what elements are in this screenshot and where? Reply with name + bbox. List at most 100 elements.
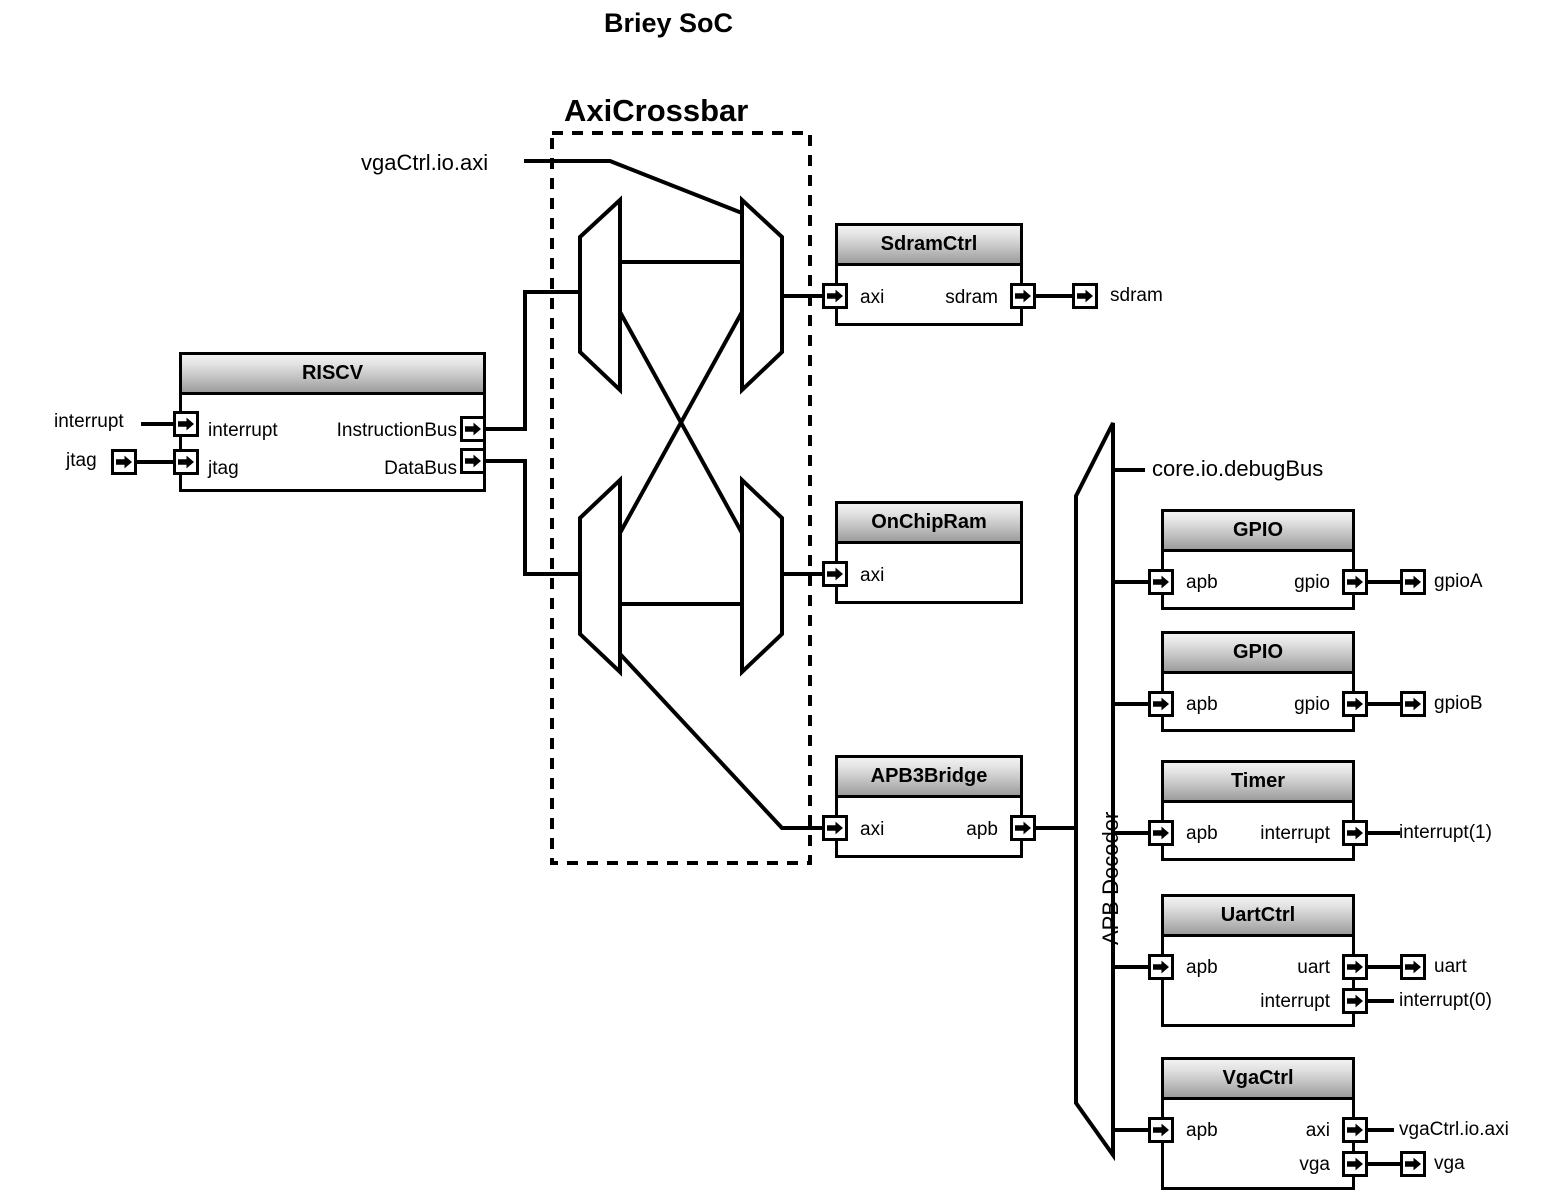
wire-xbar-bl-tr <box>618 311 744 534</box>
block-gpio-a-body: apb gpio <box>1164 552 1352 610</box>
label-vga-out: vga <box>1434 1153 1465 1174</box>
vgactrl-port-axi-label: axi <box>1305 1120 1330 1141</box>
block-vgactrl-body: apb axi vga <box>1164 1100 1352 1190</box>
block-gpio-a-title: GPIO <box>1164 512 1352 552</box>
port-arrow-icon-apb3bridge-axi[interactable] <box>822 815 848 841</box>
crossbar-boundary <box>550 131 812 865</box>
port-arrow-icon-ext-uart[interactable] <box>1400 954 1426 980</box>
port-arrow-icon-timer-apb[interactable] <box>1148 820 1174 846</box>
port-arrow-icon-ext-sdram[interactable] <box>1072 283 1098 309</box>
uartctrl-port-uart-label: uart <box>1297 957 1330 978</box>
port-arrow-icon-sdramctrl-sdram[interactable] <box>1010 283 1036 309</box>
wire-xbar-apb3 <box>618 652 822 830</box>
port-arrow-icon-sdramctrl-axi[interactable] <box>822 283 848 309</box>
vgactrl-port-vga-label: vga <box>1299 1154 1330 1175</box>
port-arrow-icon-gpio-a-gpio[interactable] <box>1342 569 1368 595</box>
uartctrl-port-apb-label: apb <box>1186 957 1218 978</box>
port-arrow-icon-timer-interrupt[interactable] <box>1342 820 1368 846</box>
block-uartctrl[interactable]: UartCtrl apb uart interrupt <box>1161 894 1355 1027</box>
mux-bottom-left <box>578 475 622 677</box>
gpio-a-port-gpio-label: gpio <box>1294 572 1330 593</box>
block-vgactrl[interactable]: VgaCtrl apb axi vga <box>1161 1057 1355 1190</box>
block-gpio-b-body: apb gpio <box>1164 674 1352 732</box>
onchipram-port-axi-label: axi <box>860 565 885 586</box>
mux-bottom-right <box>740 475 784 677</box>
gpio-b-port-apb-label: apb <box>1186 694 1218 715</box>
block-riscv-title: RISCV <box>182 355 483 395</box>
port-arrow-icon-vgactrl-vga[interactable] <box>1342 1151 1368 1177</box>
port-arrow-icon-ext-jtag[interactable] <box>111 449 137 475</box>
port-arrow-icon-gpio-b-gpio[interactable] <box>1342 691 1368 717</box>
block-apb3bridge-title: APB3Bridge <box>838 758 1020 798</box>
port-arrow-icon-uartctrl-interrupt[interactable] <box>1342 988 1368 1014</box>
block-vgactrl-title: VgaCtrl <box>1164 1060 1352 1100</box>
apb3bridge-port-apb-label: apb <box>966 819 998 840</box>
label-gpioA-out: gpioA <box>1434 571 1483 592</box>
apb3bridge-port-axi-label: axi <box>860 819 885 840</box>
port-arrow-icon-ext-gpioB[interactable] <box>1400 691 1426 717</box>
label-vga-axi-out: vgaCtrl.io.axi <box>1399 1119 1509 1140</box>
crossbar-label: AxiCrossbar <box>564 93 749 128</box>
port-arrow-icon-riscv-instructionbus[interactable] <box>460 416 486 442</box>
port-arrow-icon-vgactrl-axi[interactable] <box>1342 1117 1368 1143</box>
gpio-a-port-apb-label: apb <box>1186 572 1218 593</box>
block-sdramctrl-title: SdramCtrl <box>838 226 1020 266</box>
block-onchipram-body: axi <box>838 544 1020 604</box>
sdramctrl-port-axi-label: axi <box>860 287 885 308</box>
block-riscv[interactable]: RISCV interrupt jtag InstructionBus Data… <box>179 352 486 492</box>
block-riscv-body: interrupt jtag InstructionBus DataBus <box>182 395 483 492</box>
wire-vga-axi-in <box>524 159 743 215</box>
label-timer-interrupt-out: interrupt(1) <box>1399 822 1492 843</box>
port-arrow-icon-apb3bridge-apb[interactable] <box>1010 815 1036 841</box>
gpio-b-port-gpio-label: gpio <box>1294 694 1330 715</box>
apb-decoder-shape <box>1074 422 1115 1162</box>
port-arrow-icon-riscv-jtag[interactable] <box>173 449 199 475</box>
label-sdram-out: sdram <box>1110 285 1163 306</box>
label-vga-axi-top: vgaCtrl.io.axi <box>361 150 489 175</box>
port-arrow-icon-vgactrl-apb[interactable] <box>1148 1117 1174 1143</box>
riscv-port-jtag-label: jtag <box>208 458 239 479</box>
block-gpio-b[interactable]: GPIO apb gpio <box>1161 631 1355 732</box>
label-core-debug-bus: core.io.debugBus <box>1152 456 1324 481</box>
block-uartctrl-body: apb uart interrupt <box>1164 937 1352 1027</box>
block-onchipram[interactable]: OnChipRam axi <box>835 501 1023 604</box>
timer-port-interrupt-label: interrupt <box>1260 823 1330 844</box>
label-interrupt-in: interrupt <box>54 411 124 432</box>
port-arrow-icon-ext-vga[interactable] <box>1400 1151 1426 1177</box>
port-arrow-icon-uartctrl-uart[interactable] <box>1342 954 1368 980</box>
mux-top-left <box>578 195 622 395</box>
block-gpio-b-title: GPIO <box>1164 634 1352 674</box>
block-sdramctrl[interactable]: SdramCtrl axi sdram <box>835 223 1023 326</box>
label-jtag-in: jtag <box>66 450 97 471</box>
port-arrow-icon-gpio-a-apb[interactable] <box>1148 569 1174 595</box>
riscv-port-instructionbus-label: InstructionBus <box>336 420 457 441</box>
timer-port-apb-label: apb <box>1186 823 1218 844</box>
port-arrow-icon-ext-gpioA[interactable] <box>1400 569 1426 595</box>
port-arrow-icon-uartctrl-apb[interactable] <box>1148 954 1174 980</box>
block-sdramctrl-body: axi sdram <box>838 266 1020 326</box>
riscv-port-databus-label: DataBus <box>384 458 457 479</box>
page-title: Briey SoC <box>604 8 734 38</box>
riscv-port-interrupt-label: interrupt <box>208 420 278 441</box>
block-apb3bridge[interactable]: APB3Bridge axi apb <box>835 755 1023 858</box>
port-arrow-icon-gpio-b-apb[interactable] <box>1148 691 1174 717</box>
label-uart-interrupt-out: interrupt(0) <box>1399 990 1492 1011</box>
label-uart-out: uart <box>1434 956 1467 977</box>
label-gpioB-out: gpioB <box>1434 693 1483 714</box>
sdramctrl-port-sdram-label: sdram <box>945 287 998 308</box>
apb-decoder-label: APB Decoder <box>1098 811 1123 945</box>
block-gpio-a[interactable]: GPIO apb gpio <box>1161 509 1355 610</box>
port-arrow-icon-riscv-interrupt[interactable] <box>173 411 199 437</box>
wire-instructionbus <box>486 290 580 431</box>
wire-xbar-tl-br <box>618 311 744 534</box>
wire-databus <box>486 459 580 576</box>
block-onchipram-title: OnChipRam <box>838 504 1020 544</box>
vgactrl-port-apb-label: apb <box>1186 1120 1218 1141</box>
port-arrow-icon-riscv-databus[interactable] <box>460 448 486 474</box>
block-timer[interactable]: Timer apb interrupt <box>1161 760 1355 861</box>
block-timer-body: apb interrupt <box>1164 803 1352 861</box>
block-timer-title: Timer <box>1164 763 1352 803</box>
port-arrow-icon-onchipram-axi[interactable] <box>822 561 848 587</box>
uartctrl-port-interrupt-label: interrupt <box>1260 991 1330 1012</box>
